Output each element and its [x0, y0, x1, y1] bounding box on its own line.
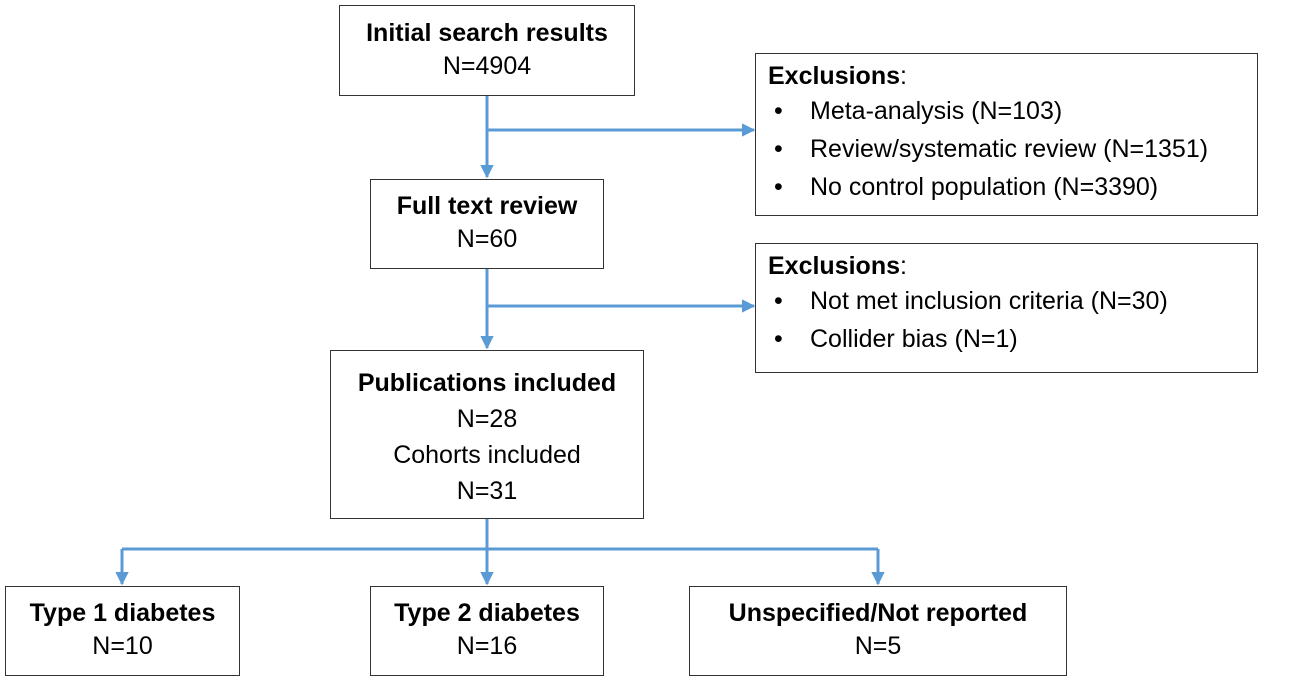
exclusions-1-list: Meta-analysis (N=103) Review/systematic … [768, 92, 1247, 206]
included-box: Publications included N=28 Cohorts inclu… [330, 350, 644, 519]
full-text-review-box: Full text review N=60 [370, 179, 604, 269]
type2-diabetes-count: N=16 [456, 632, 518, 660]
type1-diabetes-box: Type 1 diabetes N=10 [5, 586, 240, 676]
full-text-review-title: Full text review [396, 192, 578, 220]
exclusions-1-item: Review/systematic review (N=1351) [768, 130, 1247, 168]
type2-diabetes-title: Type 2 diabetes [394, 599, 580, 627]
exclusions-2-list: Not met inclusion criteria (N=30) Collid… [768, 282, 1247, 358]
exclusions-box-1: Exclusions: Meta-analysis (N=103) Review… [755, 53, 1258, 216]
cohorts-included-label: Cohorts included [393, 441, 581, 469]
exclusions-1-item: Meta-analysis (N=103) [768, 92, 1247, 130]
exclusions-2-item: Not met inclusion criteria (N=30) [768, 282, 1247, 320]
initial-search-title: Initial search results [366, 19, 608, 47]
unspecified-title: Unspecified/Not reported [728, 599, 1028, 627]
full-text-review-count: N=60 [456, 225, 518, 253]
exclusions-2-heading-line: Exclusions: [768, 252, 907, 280]
cohorts-included-count: N=31 [456, 477, 518, 505]
exclusions-1-heading: Exclusions [768, 62, 900, 90]
type1-diabetes-count: N=10 [92, 632, 153, 660]
exclusions-2-heading: Exclusions [768, 252, 900, 280]
initial-search-box: Initial search results N=4904 [339, 5, 635, 96]
type2-diabetes-box: Type 2 diabetes N=16 [370, 586, 604, 676]
exclusions-1-item: No control population (N=3390) [768, 168, 1247, 206]
exclusions-box-2: Exclusions: Not met inclusion criteria (… [755, 243, 1258, 373]
type1-diabetes-title: Type 1 diabetes [29, 599, 216, 627]
exclusions-1-heading-line: Exclusions: [768, 62, 907, 90]
publications-included-title: Publications included [357, 369, 617, 397]
initial-search-count: N=4904 [442, 52, 532, 80]
exclusions-2-item: Collider bias (N=1) [768, 320, 1247, 358]
unspecified-box: Unspecified/Not reported N=5 [689, 586, 1067, 676]
unspecified-count: N=5 [854, 632, 902, 660]
publications-included-count: N=28 [456, 405, 518, 433]
